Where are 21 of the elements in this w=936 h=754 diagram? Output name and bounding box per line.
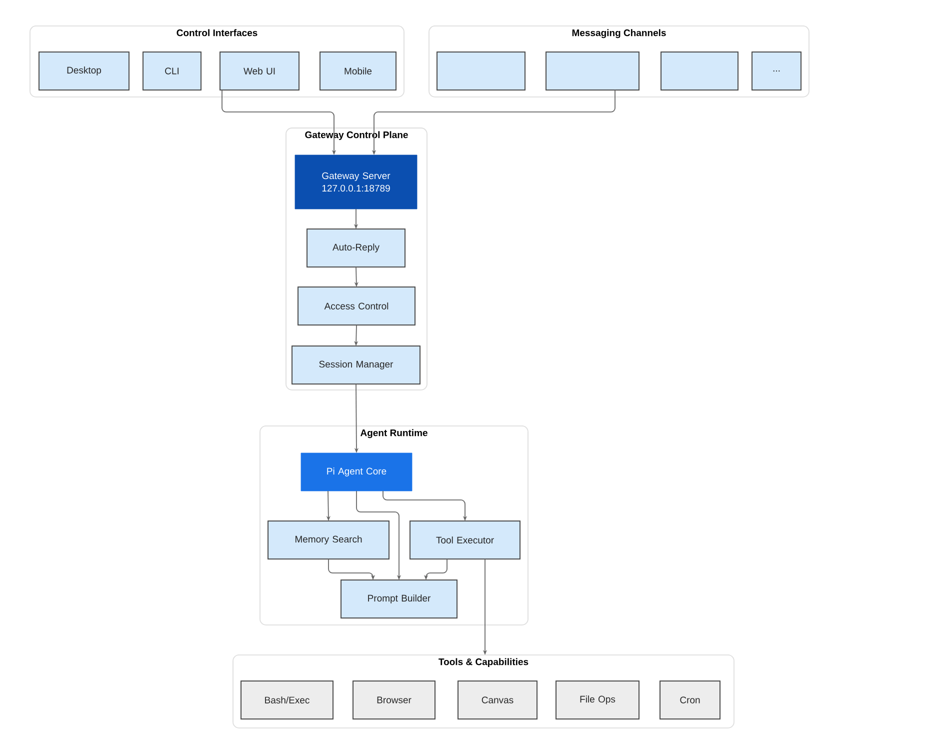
- tool-box: Bash/Exec: [240, 680, 334, 720]
- process-box: Mobile: [320, 51, 396, 90]
- process-box: Prompt Builder: [340, 579, 458, 618]
- empty-box: [546, 51, 640, 90]
- empty-box: [660, 51, 738, 90]
- process-box: Desktop: [38, 51, 130, 90]
- process-box: Session Manager: [292, 345, 420, 384]
- process-box: Pi Agent Core: [300, 452, 412, 492]
- tool-box: Browser: [352, 680, 436, 720]
- process-box: Memory Search: [268, 520, 390, 560]
- empty-box: [436, 51, 526, 90]
- tool-box: File Ops: [556, 680, 640, 720]
- process-box: Tool Executor: [410, 520, 520, 560]
- tool-box: Canvas: [458, 680, 538, 720]
- process-box: Web UI: [220, 51, 300, 90]
- process-box: Auto-Reply: [306, 228, 406, 268]
- tool-box: Cron: [660, 680, 720, 720]
- process-box: ...: [752, 51, 802, 90]
- process-box: CLI: [142, 51, 202, 90]
- process-box: Access Control: [298, 286, 416, 326]
- server-box: Gateway Server 127.0.0.1:18789: [294, 154, 418, 210]
